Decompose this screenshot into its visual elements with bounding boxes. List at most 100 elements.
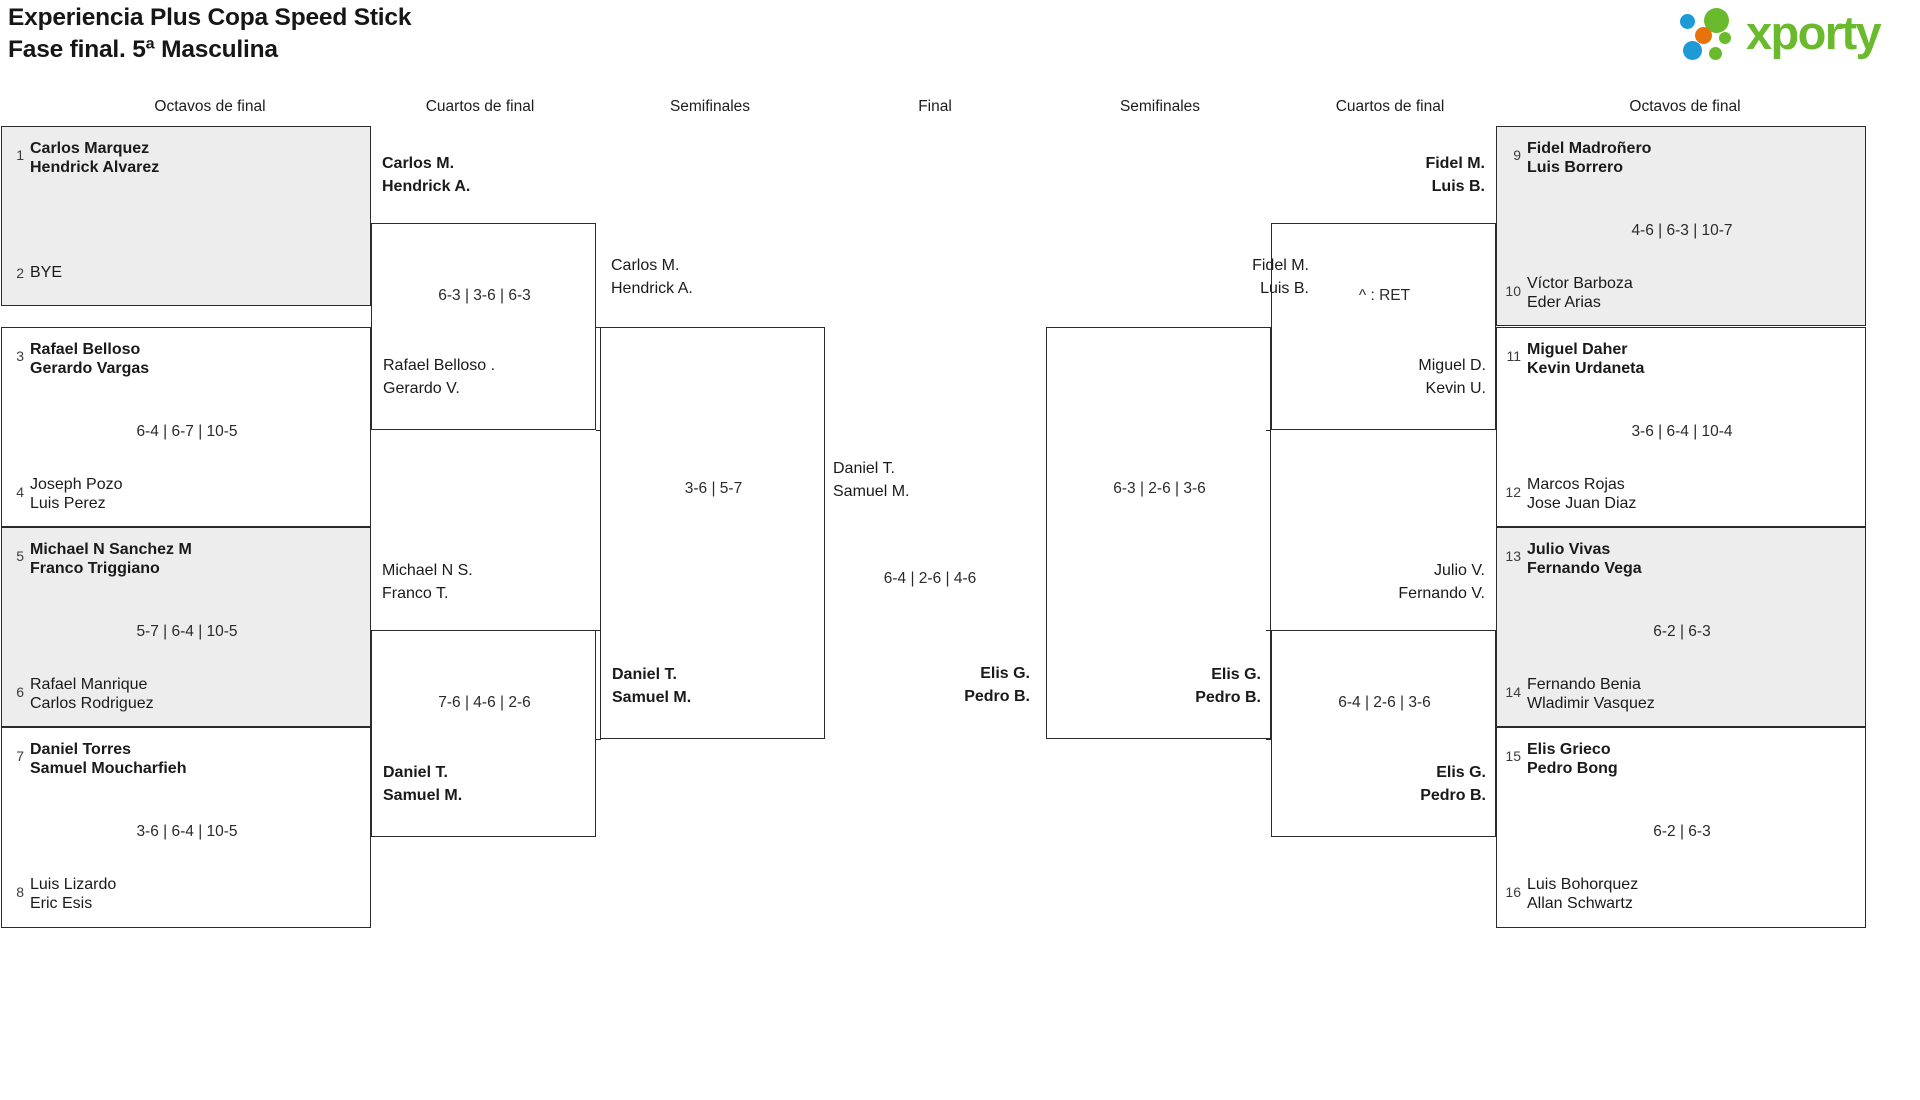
team-player-2: Hendrick A.: [382, 178, 471, 195]
sf-left-top-label: Carlos M. Hendrick A.: [600, 252, 825, 312]
team-player-2: Luis B.: [1260, 280, 1309, 297]
match-box-r16-5[interactable]: 9 Fidel Madroñero Luis Borrero 4-6 | 6-3…: [1496, 126, 1866, 326]
logo-wordmark: xporty: [1746, 6, 1882, 59]
match-score: 3-6 | 6-4 | 10-5: [136, 823, 238, 840]
seed-number: 7: [16, 748, 24, 764]
match-box-qf-right-1[interactable]: ^ : RET Miguel D. Kevin U.: [1271, 223, 1496, 430]
qf-right-2-top-label: Julio V. Fernando V.: [1271, 557, 1496, 617]
team-player-1: Fidel M.: [1425, 155, 1485, 172]
seed-number: 8: [16, 884, 24, 900]
seed-number: 15: [1505, 748, 1521, 764]
match-box-r16-2[interactable]: 3 Rafael Belloso Gerardo Vargas 6-4 | 6-…: [1, 327, 371, 527]
team-player-2: Eric Esis: [30, 895, 93, 912]
sf-right-top-label: Fidel M. Luis B.: [1095, 252, 1320, 312]
team-player-2: Luis B.: [1431, 178, 1485, 195]
tournament-name: Experiencia Plus Copa Speed Stick: [8, 4, 412, 31]
match-box-qf-left-2[interactable]: 7-6 | 4-6 | 2-6 Daniel T. Samuel M.: [371, 630, 596, 837]
match-box-qf-right-2[interactable]: 6-4 | 2-6 | 3-6 Elis G. Pedro B.: [1271, 630, 1496, 837]
team-player-2: Pedro B.: [964, 688, 1030, 705]
connector-line: [596, 739, 601, 741]
match-box-r16-7[interactable]: 13 Julio Vivas Fernando Vega 6-2 | 6-3 1…: [1496, 527, 1866, 727]
match-box-final[interactable]: 6-4 | 2-6 | 4-6: [830, 570, 1055, 600]
final-bottom-label: Elis G. Pedro B.: [830, 660, 1055, 720]
match-box-qf-left-1[interactable]: 6-3 | 3-6 | 6-3 Rafael Belloso . Gerardo…: [371, 223, 596, 430]
team-player-2: Gerardo Vargas: [30, 360, 150, 377]
match-score: 7-6 | 4-6 | 2-6: [438, 694, 531, 711]
match-score: 6-4 | 2-6 | 3-6: [1338, 694, 1431, 711]
match-box-sf-right[interactable]: 6-3 | 2-6 | 3-6 Elis G. Pedro B.: [1046, 327, 1271, 739]
team-player-2: Samuel Moucharfieh: [30, 760, 187, 777]
team-player-2: Pedro B.: [1195, 689, 1261, 706]
connector-line: [596, 630, 601, 632]
team-player-1: Rafael Belloso .: [383, 357, 496, 374]
connector-line: [596, 327, 601, 329]
round-header-final: Final: [918, 98, 952, 115]
seed-number: 14: [1505, 684, 1521, 700]
team-player-2: Eder Arias: [1527, 294, 1601, 311]
match-box-r16-8[interactable]: 15 Elis Grieco Pedro Bong 6-2 | 6-3 16 L…: [1496, 727, 1866, 928]
seed-number: 3: [16, 348, 24, 364]
team-player-1: Rafael Manrique: [30, 676, 148, 693]
match-score: 6-4 | 2-6 | 4-6: [883, 570, 977, 587]
match-score: 6-3 | 3-6 | 6-3: [438, 287, 531, 304]
team-player-2: Gerardo V.: [383, 380, 460, 397]
team-player-1: Julio Vivas: [1527, 541, 1611, 558]
team-player-1: Daniel T.: [612, 666, 677, 683]
team-player-1: Carlos M.: [611, 257, 680, 274]
round-header-semis-left: Semifinales: [669, 98, 751, 115]
round-header-cuartos-left: Cuartos de final: [425, 98, 535, 115]
team-player-2: Allan Schwartz: [1527, 895, 1633, 912]
team-player-1: Elis G.: [1211, 666, 1261, 683]
seed-number: 2: [16, 265, 24, 281]
team-player-1: Carlos Marquez: [30, 140, 150, 157]
final-top-label: Daniel T. Samuel M.: [830, 455, 1055, 515]
match-box-r16-1[interactable]: 1 Carlos Marquez Hendrick Alvarez 2 BYE: [1, 126, 371, 306]
match-box-r16-6[interactable]: 11 Miguel Daher Kevin Urdaneta 3-6 | 6-4…: [1496, 327, 1866, 527]
team-player-2: Franco T.: [382, 585, 449, 602]
match-score: 6-2 | 6-3: [1653, 623, 1711, 640]
seed-number: 6: [16, 684, 24, 700]
team-player-2: Luis Perez: [30, 495, 106, 512]
team-player-1: Daniel Torres: [30, 741, 132, 758]
match-score: 3-6 | 5-7: [684, 480, 743, 497]
tournament-phase: Fase final. 5ª Masculina: [8, 36, 278, 64]
team-player-2: Franco Triggiano: [30, 560, 160, 577]
team-player-2: Samuel M.: [383, 787, 463, 804]
xporty-logo[interactable]: xporty: [1680, 6, 1910, 64]
seed-number: 4: [16, 484, 24, 500]
match-box-sf-left[interactable]: 3-6 | 5-7 Daniel T. Samuel M.: [600, 327, 825, 739]
seed-number: 12: [1505, 484, 1521, 500]
seed-number: 10: [1505, 283, 1521, 299]
team-player-2: Kevin U.: [1425, 380, 1486, 397]
team-player-1: Fidel Madroñero: [1527, 140, 1652, 157]
team-player-1: Fidel M.: [1252, 257, 1309, 274]
qf-left-1-top-label: Carlos M. Hendrick A.: [371, 150, 596, 210]
team-player-2: Fernando V.: [1398, 585, 1485, 602]
round-header-cuartos-right: Cuartos de final: [1335, 98, 1445, 115]
team-player-1: Elis G.: [1436, 764, 1486, 781]
team-player-1: Elis G.: [980, 665, 1030, 682]
team-player-1: Luis Bohorquez: [1527, 876, 1639, 893]
team-player-1: Víctor Barboza: [1527, 275, 1633, 292]
team-player-1: Miguel Daher: [1527, 341, 1628, 358]
team-player-1: Fernando Benia: [1527, 676, 1641, 693]
seed-number: 16: [1505, 884, 1521, 900]
team-player-2: Pedro Bong: [1527, 760, 1618, 777]
match-box-r16-3[interactable]: 5 Michael N Sanchez M Franco Triggiano 5…: [1, 527, 371, 727]
team-player-2: Samuel M.: [612, 689, 692, 706]
match-score: 5-7 | 6-4 | 10-5: [136, 623, 238, 640]
team-player-1: Julio V.: [1434, 562, 1485, 579]
match-box-r16-4[interactable]: 7 Daniel Torres Samuel Moucharfieh 3-6 |…: [1, 727, 371, 928]
connector-line: [1266, 630, 1271, 632]
match-score: 4-6 | 6-3 | 10-7: [1631, 222, 1733, 239]
team-player-2: Samuel M.: [833, 483, 910, 500]
team-player-1: Rafael Belloso: [30, 341, 141, 358]
logo-dots-icon: [1680, 8, 1742, 62]
team-player-1: Miguel D.: [1418, 357, 1486, 374]
round-header-semis-right: Semifinales: [1119, 98, 1201, 115]
seed-number: 13: [1505, 548, 1521, 564]
qf-right-1-top-label: Fidel M. Luis B.: [1271, 150, 1496, 210]
match-score: 6-4 | 6-7 | 10-5: [136, 423, 238, 440]
team-player-2: Fernando Vega: [1527, 560, 1642, 577]
seed-number: 1: [16, 147, 24, 163]
